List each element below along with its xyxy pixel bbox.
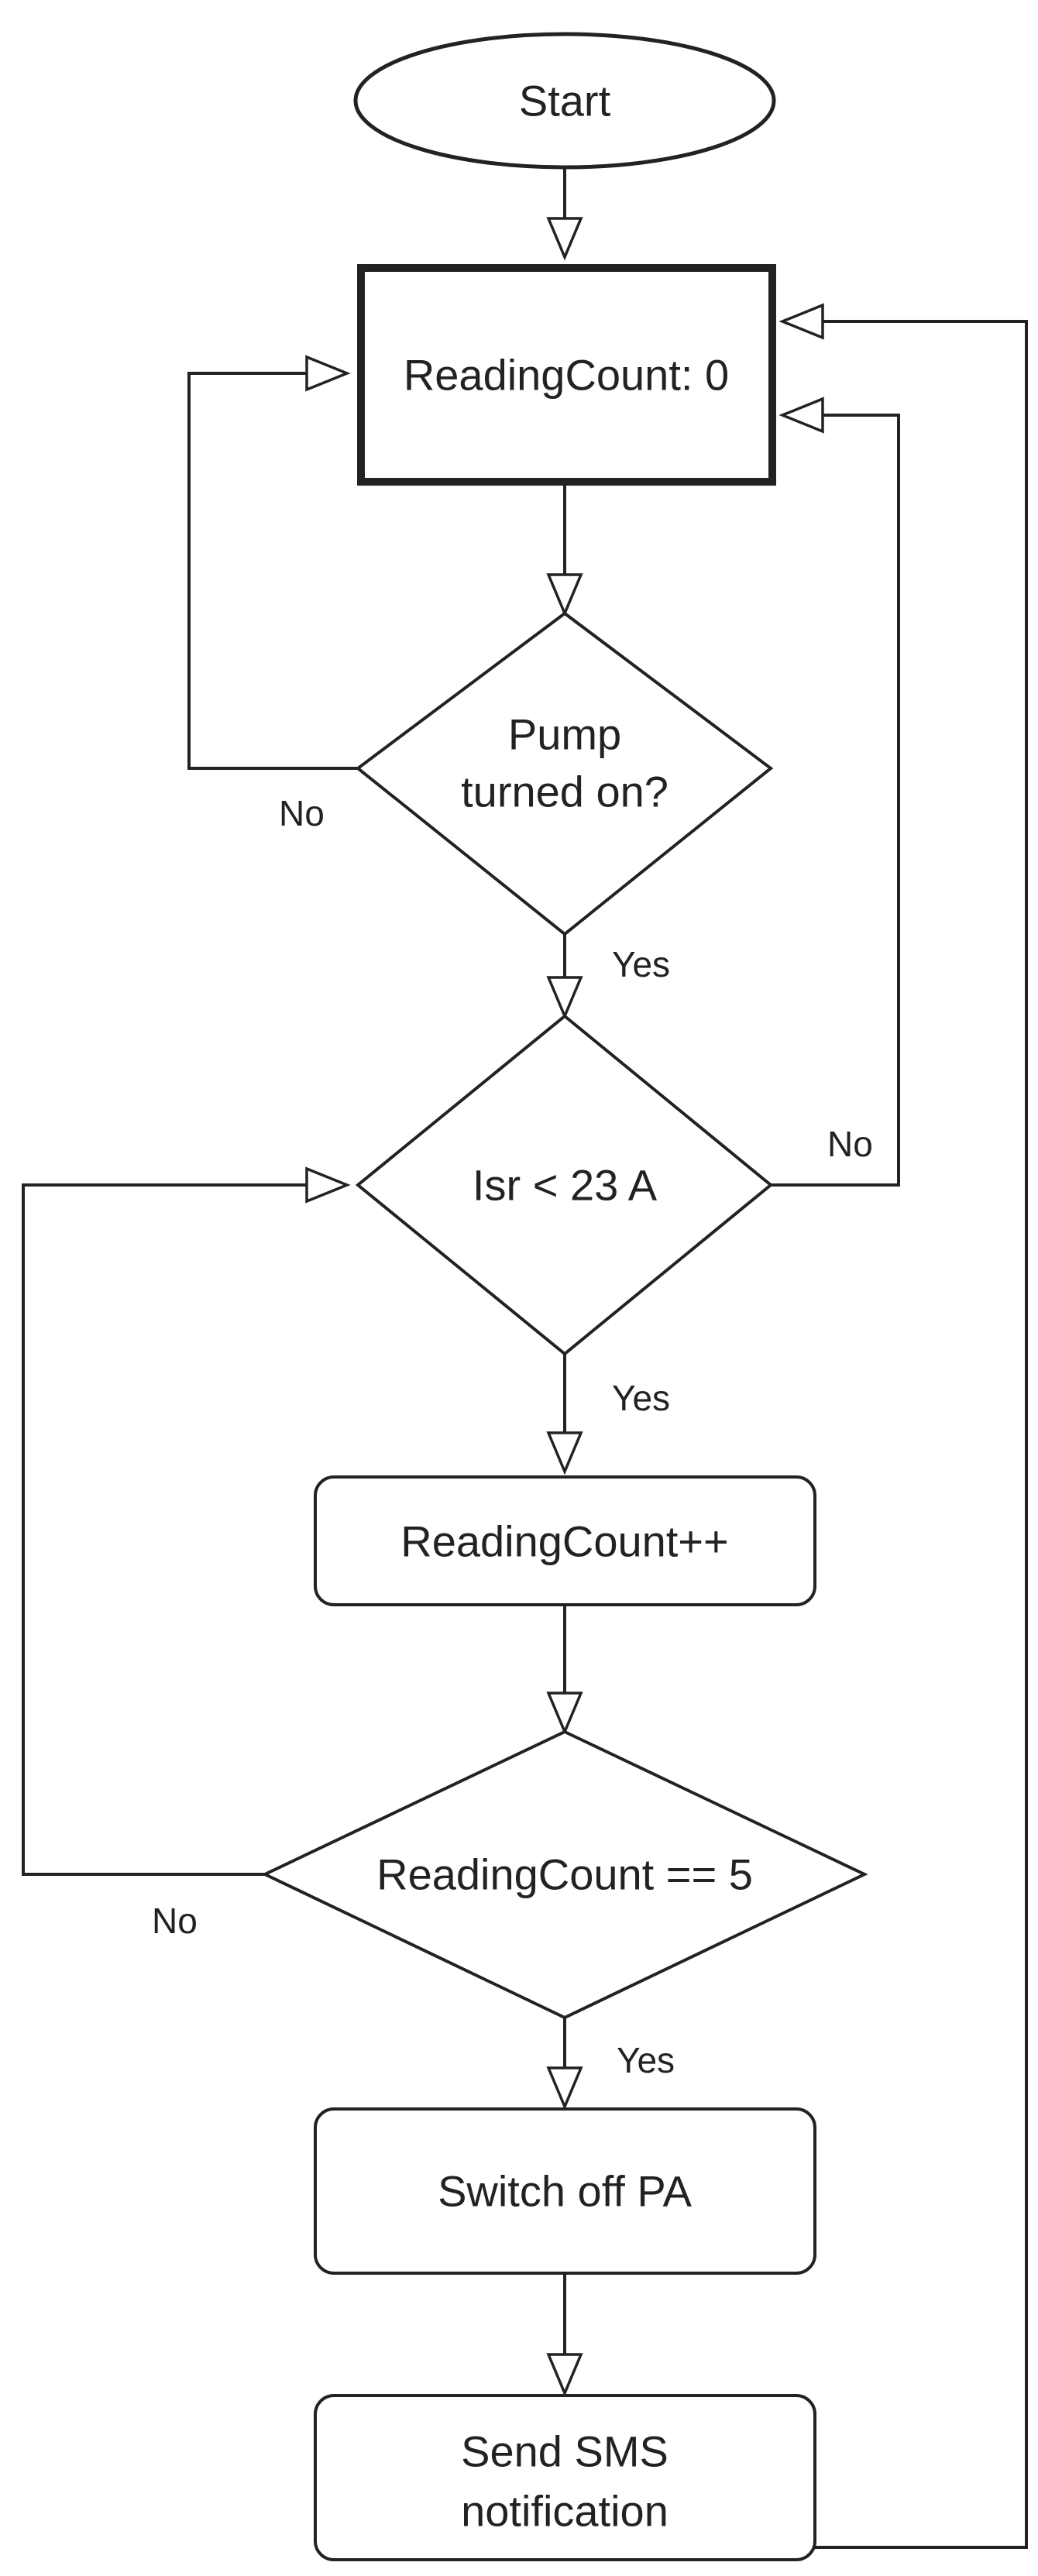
- arrowhead-down-icon: [546, 1692, 583, 1736]
- reading-count-increment-label: ReadingCount++: [400, 1517, 728, 1566]
- edge-label-current-no: No: [827, 1124, 873, 1164]
- edge-count-no-loop: [22, 1183, 307, 1876]
- current-check-label: Isr < 23 A: [473, 1161, 658, 1210]
- send-sms-label-line2: notification: [461, 2487, 669, 2536]
- pump-check-decision: Pump turned on?: [355, 611, 774, 936]
- edge-label-current-yes: Yes: [612, 1378, 670, 1418]
- arrowhead-down-icon: [546, 573, 583, 617]
- current-check-decision: Isr < 23 A: [355, 1014, 774, 1356]
- edge-sms-loop: [815, 320, 1028, 2549]
- arrowhead-down-icon: [546, 2353, 583, 2397]
- reading-count-increment-node: ReadingCount++: [314, 1475, 816, 1606]
- send-sms-label-line1: Send SMS: [461, 2427, 669, 2476]
- arrowhead-left-icon: [778, 397, 824, 434]
- start-label: Start: [519, 77, 611, 125]
- edge-label-count-yes: Yes: [617, 2040, 675, 2080]
- arrowhead-down-icon: [546, 217, 583, 261]
- edge-pump-no-loop: [187, 372, 358, 770]
- arrowhead-down-icon: [546, 1431, 583, 1475]
- edge-label-pump-no: No: [279, 793, 325, 833]
- edge-current-no-loop: [771, 414, 900, 1187]
- arrowhead-left-icon: [778, 303, 824, 340]
- arrowhead-right-icon: [305, 355, 351, 392]
- reading-count-check-decision: ReadingCount == 5: [261, 1729, 868, 2020]
- reading-count-check-label: ReadingCount == 5: [376, 1850, 753, 1899]
- switch-off-node: Switch off PA: [314, 2107, 816, 2275]
- switch-off-label: Switch off PA: [438, 2167, 693, 2216]
- send-sms-node: Send SMS notification: [314, 2394, 816, 2561]
- arrowhead-down-icon: [546, 976, 583, 1020]
- edge-label-pump-yes: Yes: [612, 944, 670, 984]
- pump-check-label-line1: Pump: [508, 710, 621, 759]
- reading-count-reset-label: ReadingCount: 0: [404, 351, 729, 400]
- arrowhead-down-icon: [546, 2066, 583, 2111]
- reading-count-reset-node: ReadingCount: 0: [357, 264, 776, 486]
- pump-check-label-line2: turned on?: [461, 768, 669, 816]
- start-node: Start: [353, 32, 776, 170]
- arrowhead-right-icon: [305, 1166, 351, 1204]
- edge-label-count-no: No: [152, 1901, 198, 1941]
